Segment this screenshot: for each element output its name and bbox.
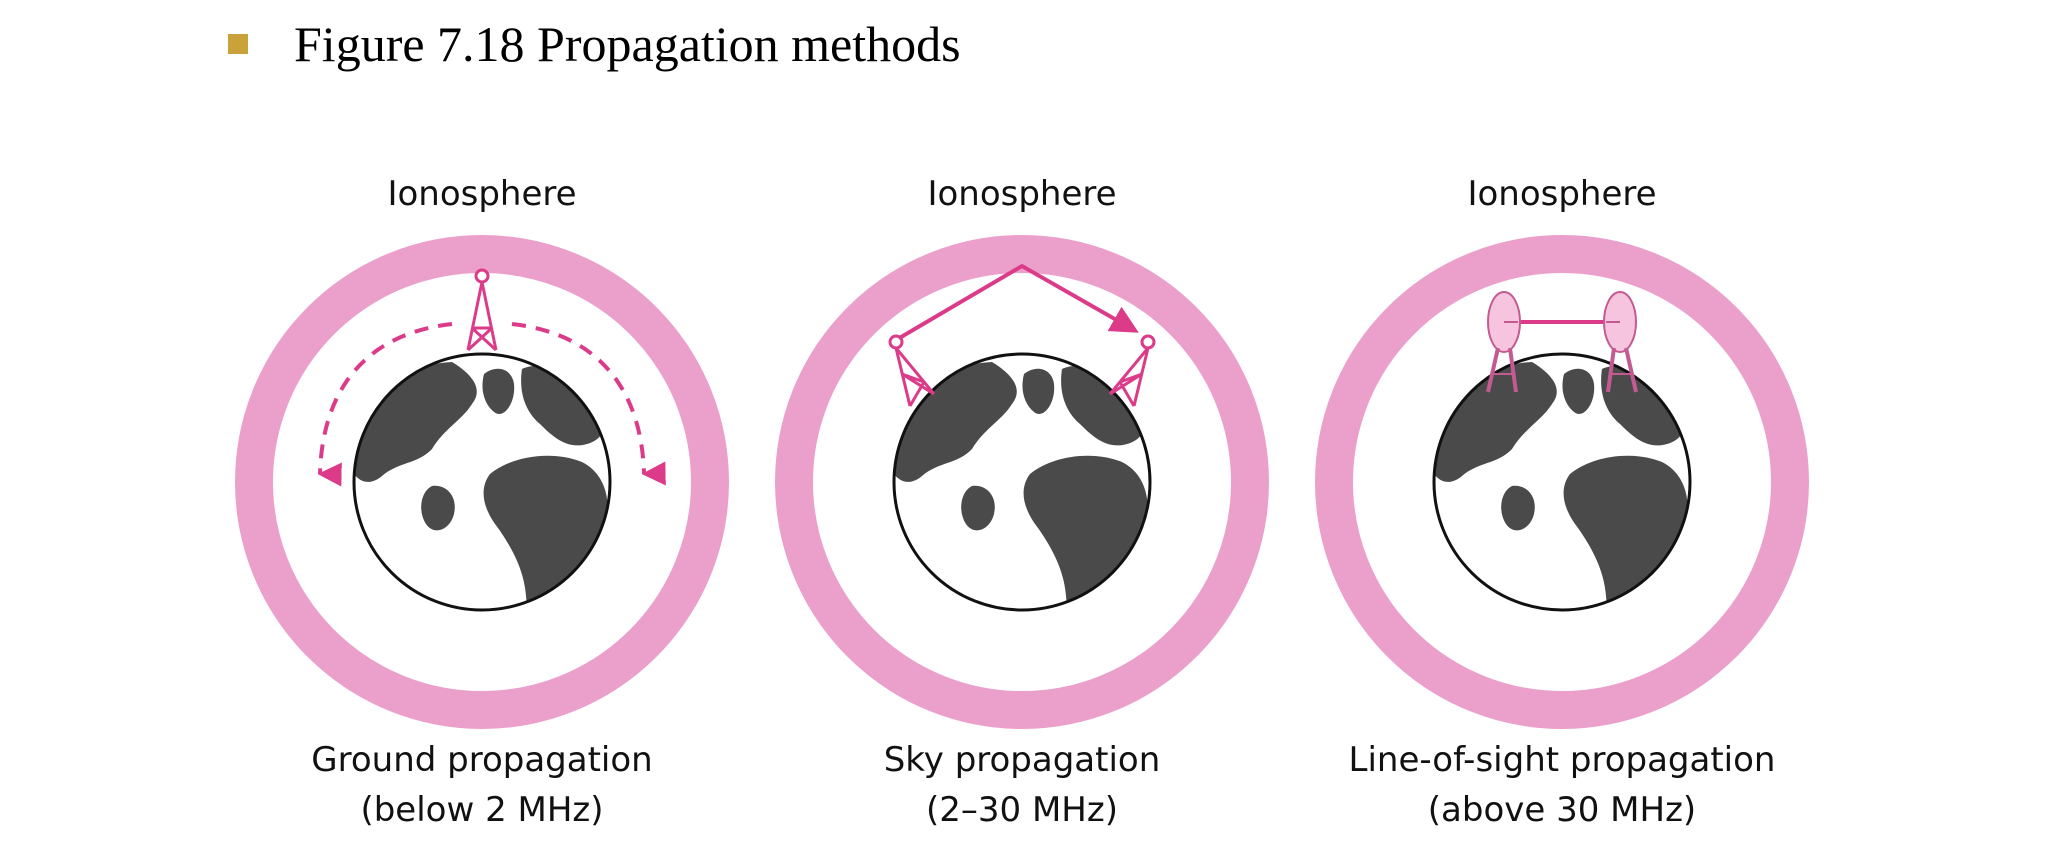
caption-frequency: (2–30 MHz) xyxy=(926,790,1118,830)
antenna-tower-icon xyxy=(888,334,936,407)
title-row: Figure 7.18 Propagation methods xyxy=(228,8,961,80)
line-of-sight-propagation-diagram xyxy=(1315,235,1809,729)
caption-mode: Line-of-sight propagation xyxy=(1348,740,1776,780)
panel-sky-propagation: Ionosphere xyxy=(762,170,1282,844)
title-bullet xyxy=(228,34,248,54)
figure-title: Figure 7.18 Propagation methods xyxy=(294,16,961,72)
earth-globe xyxy=(1432,352,1692,612)
caption-frequency: (below 2 MHz) xyxy=(360,790,604,830)
panel-ground-propagation: Ionosphere xyxy=(222,170,742,844)
earth-globe xyxy=(352,352,612,612)
ground-wave-arrow xyxy=(511,322,666,486)
ionosphere-label: Ionosphere xyxy=(927,174,1117,214)
sky-propagation-diagram xyxy=(775,235,1269,729)
ionosphere-label: Ionosphere xyxy=(1467,174,1657,214)
dish-antenna-icon xyxy=(1603,291,1638,393)
ground-propagation-diagram xyxy=(235,235,729,729)
antenna-tower-icon xyxy=(466,268,498,352)
antenna-tower-icon xyxy=(1108,334,1156,407)
dish-antenna-icon xyxy=(1486,291,1521,393)
ground-wave-arrow xyxy=(317,322,453,487)
caption-frequency: (above 30 MHz) xyxy=(1427,790,1697,830)
ionosphere-label: Ionosphere xyxy=(387,174,577,214)
caption-mode: Ground propagation xyxy=(311,740,653,780)
ionosphere-ring xyxy=(235,235,729,729)
sky-wave-arrow xyxy=(894,263,1139,342)
ionosphere-ring xyxy=(1315,235,1809,729)
panel-line-of-sight-propagation: Ionosphere xyxy=(1302,170,1822,844)
caption-mode: Sky propagation xyxy=(883,740,1161,780)
ionosphere-ring xyxy=(775,235,1269,729)
